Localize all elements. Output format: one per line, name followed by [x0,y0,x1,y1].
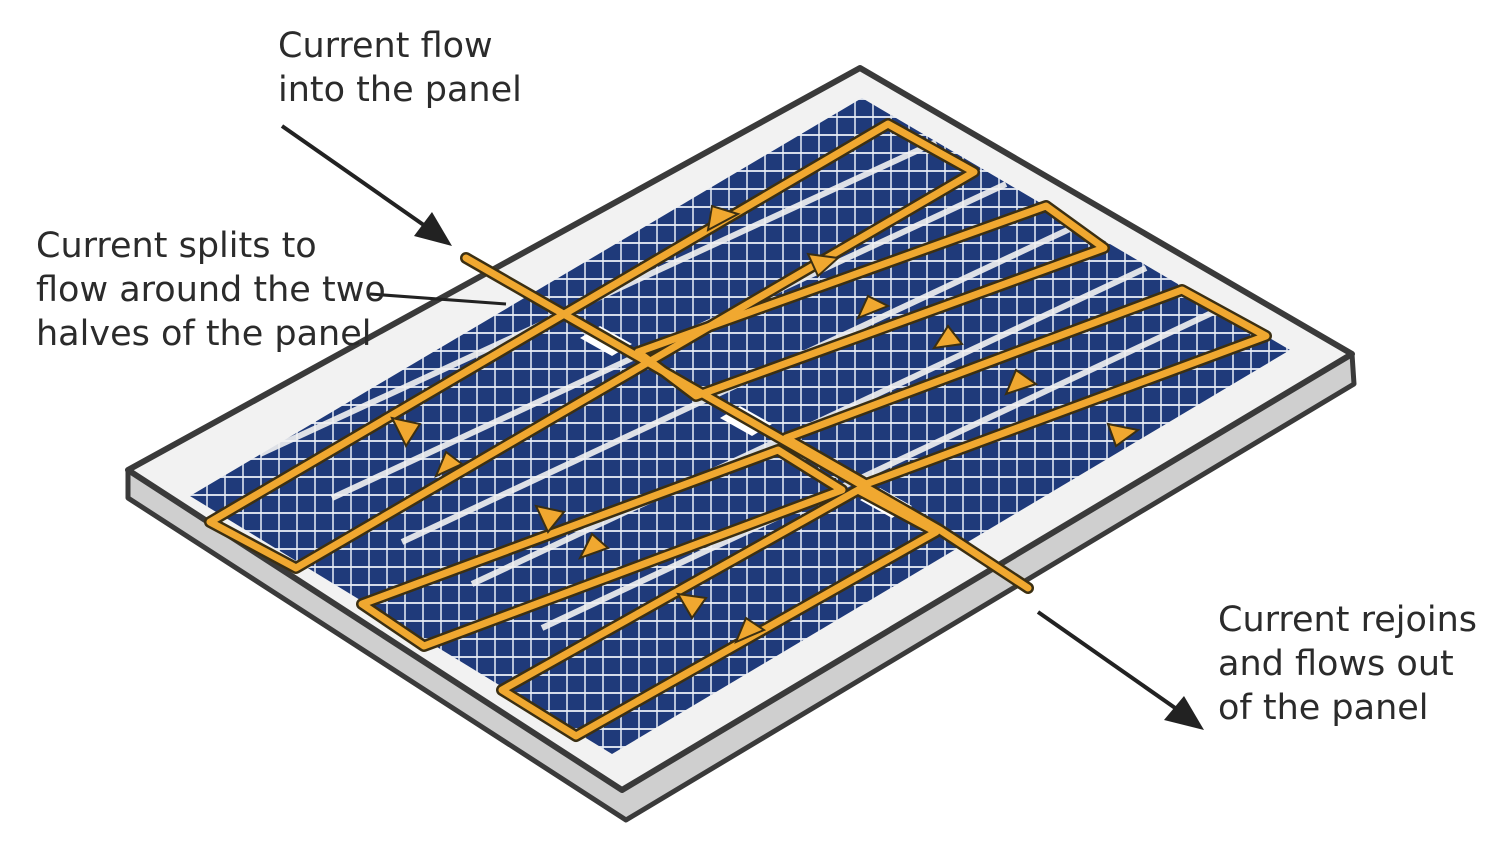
label-line: flow around the two [36,270,386,310]
current-loops [204,118,1272,742]
arrow-in-icon [280,124,452,246]
label-line: Current splits to [36,226,317,266]
arrow-out-icon [1036,610,1204,730]
label-line: into the panel [278,70,522,110]
label-line: Current flow [278,26,493,66]
split-leader-line [369,292,507,306]
label-current-in: Current flow into the panel [278,24,522,112]
label-line: of the panel [1218,688,1429,728]
label-line: halves of the panel [36,314,372,354]
label-current-out: Current rejoins and flows out of the pan… [1218,598,1477,730]
label-line: Current rejoins [1218,600,1478,640]
current-direction-arrow-icon [390,204,1141,644]
cell-array [190,98,1290,754]
label-current-split: Current splits to flow around the two ha… [36,224,386,356]
label-line: and flows out [1218,644,1454,684]
